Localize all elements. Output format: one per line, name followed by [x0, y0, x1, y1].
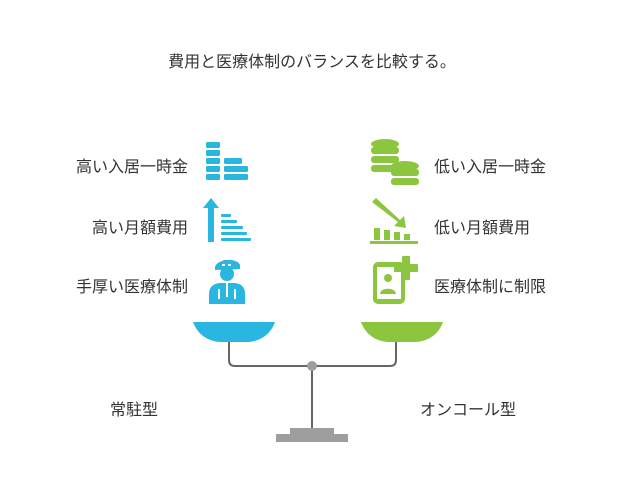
right-type-label: オンコール型 [420, 400, 517, 419]
declining-chart-icon [370, 198, 418, 244]
left-pan [193, 322, 275, 342]
scale-base-top [290, 428, 334, 434]
left-type-label: 常駐型 [110, 400, 159, 419]
scale-base [276, 434, 348, 442]
coin-stack-bars-icon [206, 142, 248, 180]
scale-pivot [307, 361, 317, 371]
right-pan [361, 322, 443, 342]
right-item-label-2: 低い月額費用 [434, 218, 531, 237]
coin-stack-icon [371, 139, 419, 185]
page-title: 費用と医療体制のバランスを比較する。 [168, 52, 456, 71]
doctor-icon [209, 259, 245, 304]
right-item-label-3: 医療体制に制限 [434, 277, 547, 296]
left-item-label-3: 手厚い医療体制 [75, 277, 188, 296]
right-item-label-1: 低い入居一時金 [434, 157, 547, 176]
left-item-label-1: 高い入居一時金 [75, 157, 188, 176]
arrow-up-bars-icon [203, 198, 251, 242]
medical-phone-icon [373, 256, 418, 304]
left-item-label-2: 高い月額費用 [91, 218, 188, 237]
